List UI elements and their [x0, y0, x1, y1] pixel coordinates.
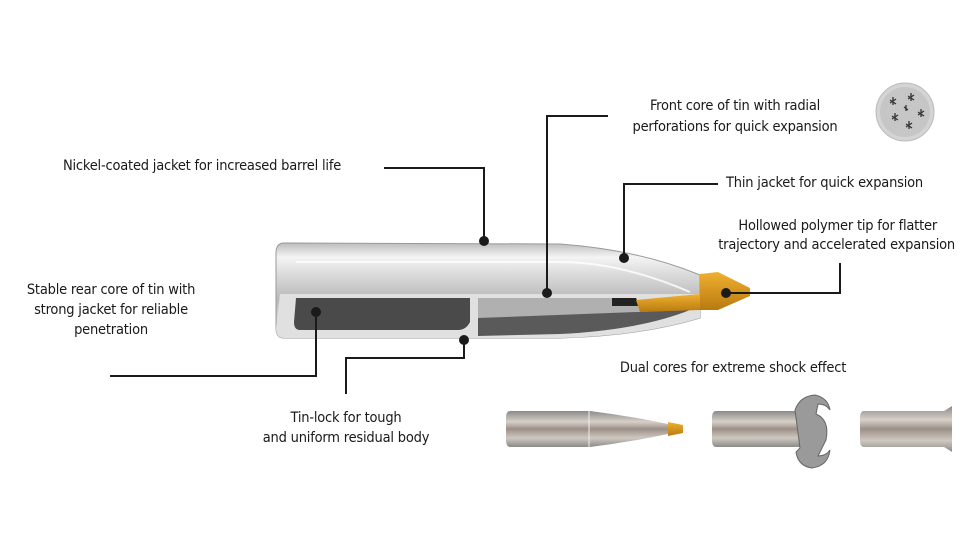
label-nickel-jacket: Nickel-coated jacket for increased barre… [62, 158, 342, 174]
leader-tin-lock [345, 340, 465, 394]
label-thin-jacket: Thin jacket for quick expansion [726, 175, 924, 191]
rear-core [294, 298, 470, 330]
marker-dot [311, 307, 321, 317]
bullet-cutaway [275, 242, 750, 339]
rear-core-small [860, 406, 952, 452]
label-rear-core-line2: strong jacket for reliable [34, 302, 188, 318]
marker-dot [721, 288, 731, 298]
marker-dot [479, 236, 489, 246]
marker-dot [542, 288, 552, 298]
expanded-front-core [712, 394, 831, 469]
label-tin-lock-line2: and uniform residual body [262, 430, 430, 446]
marker-dot [619, 253, 629, 263]
marker-dot [459, 335, 469, 345]
leader-polymer-tip [726, 263, 841, 294]
leader-thin-jacket [623, 183, 718, 258]
leader-rear-core [110, 312, 317, 377]
leader-nickel-jacket [384, 167, 485, 241]
polymer-tip-shaft [636, 294, 700, 312]
label-rear-core-line3: penetration [74, 322, 148, 338]
label-polymer-tip-line1: Hollowed polymer tip for flatter [738, 218, 937, 234]
label-front-core-line1: Front core of tin with radial [649, 98, 821, 114]
leader-front-core [546, 115, 608, 293]
complete-bullet-small [506, 411, 683, 447]
label-rear-core-line1: Stable rear core of tin with [26, 282, 196, 298]
label-polymer-tip-line2: trajectory and accelerated expansion [718, 237, 955, 253]
label-tin-lock-line1: Tin-lock for tough [290, 410, 402, 426]
label-front-core-line2: perforations for quick expansion [632, 119, 838, 135]
label-dual-cores: Dual cores for extreme shock effect [619, 360, 847, 376]
core-cross-section-icon [875, 82, 935, 142]
